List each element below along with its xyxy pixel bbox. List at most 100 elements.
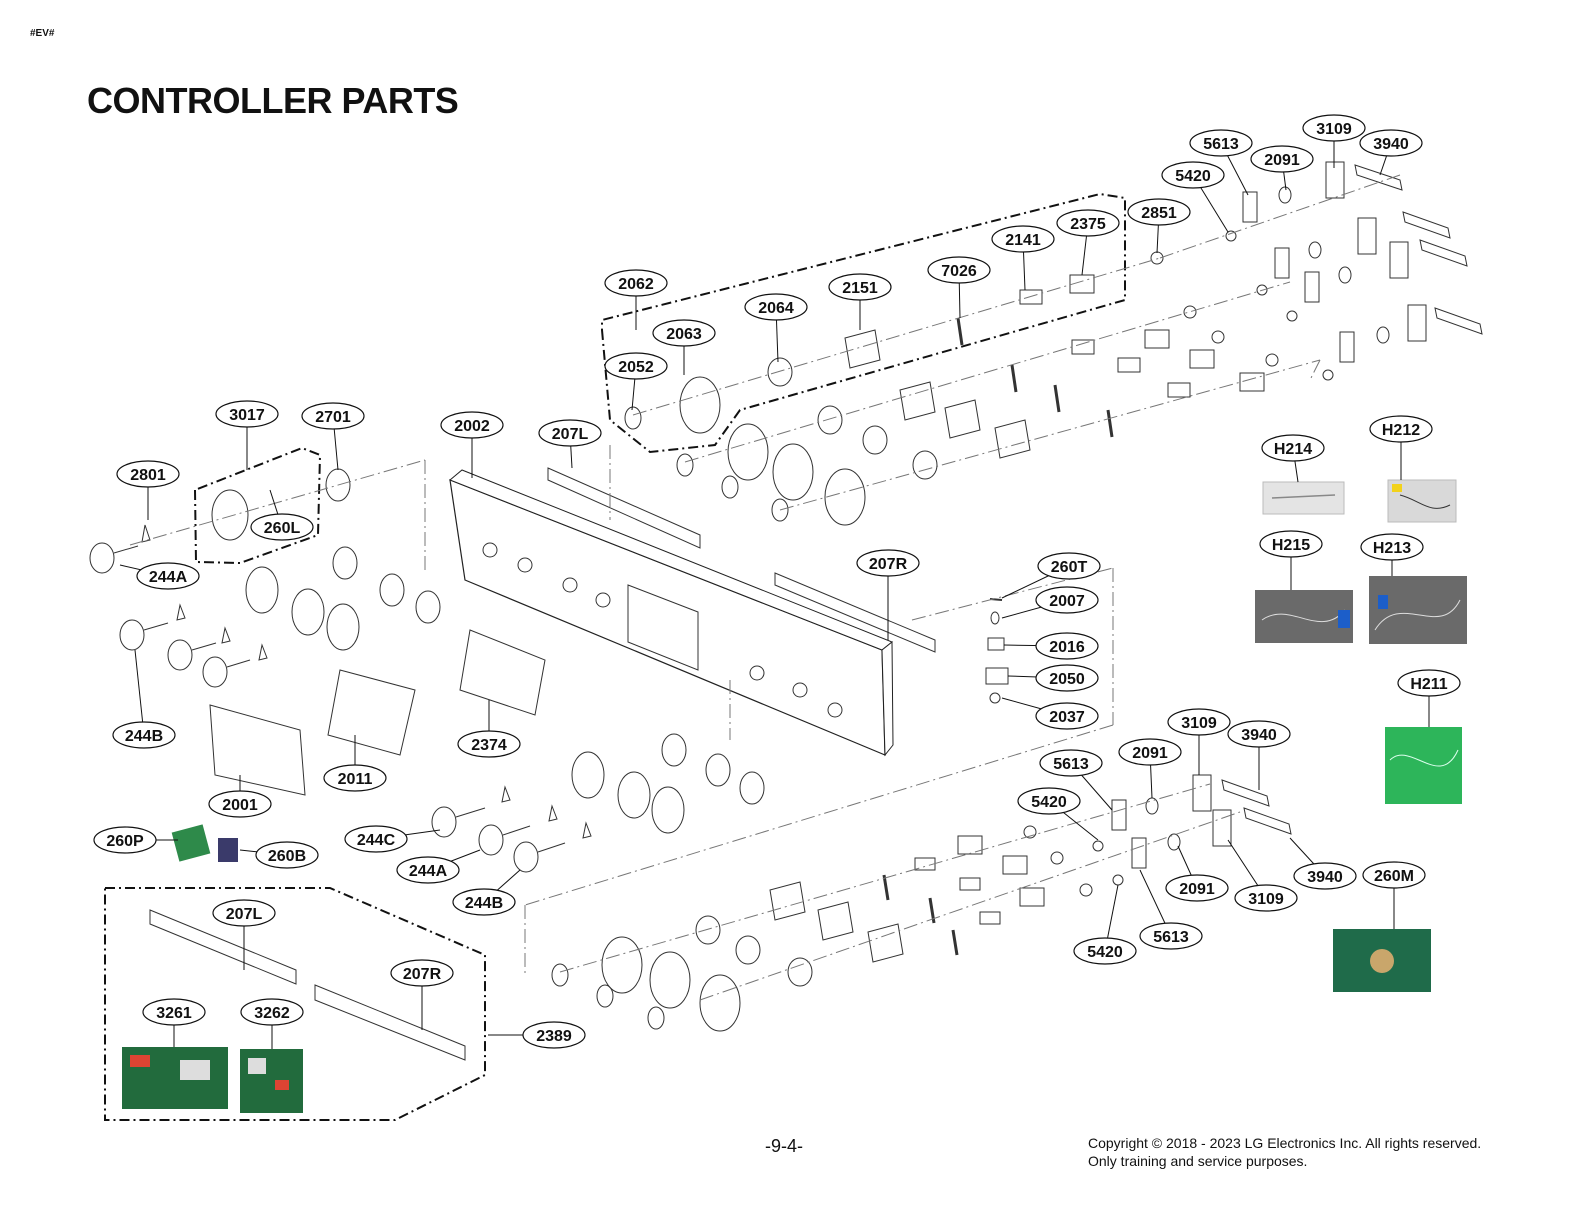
callout-2037: 2037 [1001, 697, 1099, 730]
callout-h211: H211 [1397, 669, 1461, 727]
callout-label: 5420 [1087, 944, 1123, 961]
callout-207r: 207R [390, 959, 454, 1030]
control-panel-2002 [449, 469, 894, 757]
upper-valve-assemblies [1225, 161, 1483, 381]
callout-h215: H215 [1259, 530, 1323, 590]
callout-bubble [1293, 862, 1357, 890]
purpose-line: Only training and service purposes. [1088, 1153, 1308, 1169]
callout-label: 244A [149, 569, 188, 586]
callout-bubble [1017, 787, 1081, 815]
callout-bubble [1250, 145, 1314, 173]
group-box-2062 [601, 192, 1126, 454]
group-box-2389 [104, 887, 486, 1121]
callout-260l: 260L [250, 489, 314, 541]
callout-label: 2037 [1049, 709, 1085, 726]
callout-label: 2701 [315, 409, 351, 426]
callout-3940: 3940 [1289, 837, 1357, 890]
callout-260p: 260P [93, 826, 178, 854]
callout-label: 2016 [1049, 639, 1085, 656]
callout-3262: 3262 [240, 998, 304, 1049]
callout-5420: 5420 [1073, 884, 1137, 965]
callout-bubble [250, 513, 314, 541]
callout-207l: 207L [538, 419, 602, 469]
callout-label: H214 [1274, 441, 1312, 458]
callout-bubble [1161, 161, 1225, 189]
callout-bubble [927, 256, 991, 284]
callout-7026: 7026 [927, 256, 991, 319]
callout-label: 3940 [1373, 136, 1409, 153]
callout-bubble [538, 419, 602, 447]
callout-207l: 207L [212, 899, 276, 970]
callout-label: 2002 [454, 418, 490, 435]
callout-2851: 2851 [1127, 198, 1191, 254]
callout-244b: 244B [112, 649, 176, 749]
callout-label: 3940 [1307, 869, 1343, 886]
callout-2007: 2007 [1001, 586, 1099, 619]
callout-bubble [440, 411, 504, 439]
callout-label: 3109 [1248, 891, 1284, 908]
callout-2141: 2141 [991, 225, 1055, 291]
callout-bubble [1360, 533, 1424, 561]
callout-2801: 2801 [116, 460, 180, 520]
callout-label: 2050 [1049, 671, 1085, 688]
callout-2064: 2064 [744, 293, 808, 363]
callout-2002: 2002 [440, 411, 504, 478]
photo-260B [218, 838, 238, 862]
callout-2091: 2091 [1118, 738, 1182, 799]
callout-label: 3109 [1316, 121, 1352, 138]
callout-label: 207R [869, 556, 908, 573]
callout-2050: 2050 [1007, 664, 1099, 692]
callout-label: 2151 [842, 280, 878, 297]
callout-2374: 2374 [457, 700, 521, 758]
switch-housings [211, 376, 866, 1032]
callout-label: 5613 [1053, 756, 1089, 773]
callout-2151: 2151 [828, 273, 892, 330]
callout-5613: 5613 [1139, 869, 1203, 950]
callout-bubble [240, 998, 304, 1026]
callout-3261: 3261 [142, 998, 206, 1047]
knobs [89, 542, 566, 873]
page-number: -9-4- [765, 1136, 804, 1156]
callout-label: 260B [268, 848, 306, 865]
callout-layer: 5613310920913940542028512141237570262151… [93, 114, 1461, 1049]
callout-bubble [390, 959, 454, 987]
callout-2001: 2001 [208, 775, 272, 818]
callout-bubble [1127, 198, 1191, 226]
alignment-lines [129, 174, 1401, 1001]
callout-label: 244B [465, 895, 503, 912]
callout-244a: 244A [396, 849, 481, 884]
callout-2701: 2701 [301, 402, 365, 471]
callout-2011: 2011 [323, 735, 387, 792]
callout-2091: 2091 [1165, 845, 1229, 902]
callout-bubble [1035, 586, 1099, 614]
callout-bubble [1359, 129, 1423, 157]
upper-chain [767, 251, 1279, 480]
callout-label: H212 [1382, 422, 1420, 439]
callout-bubble [522, 1021, 586, 1049]
callout-label: 260M [1374, 868, 1414, 885]
callout-label: 2091 [1264, 152, 1300, 169]
callout-h214: H214 [1261, 434, 1325, 483]
callout-label: H215 [1272, 537, 1310, 554]
callout-label: 2374 [471, 737, 507, 754]
frame-2001 [209, 704, 306, 796]
callout-bubble [112, 721, 176, 749]
callout-5613: 5613 [1039, 749, 1113, 811]
callout-bubble [255, 841, 319, 869]
small-parts [985, 598, 1009, 704]
callout-label: 244A [409, 863, 448, 880]
callout-bubble [1369, 415, 1433, 443]
callout-label: 244B [125, 728, 163, 745]
callout-bubble [1189, 129, 1253, 157]
callout-bubble [1056, 209, 1120, 237]
connectors [141, 524, 592, 839]
callout-label: 207R [403, 966, 442, 983]
callout-bubble [1302, 114, 1366, 142]
callout-label: 2801 [130, 467, 166, 484]
callout-label: 5420 [1031, 794, 1067, 811]
callout-label: 3262 [254, 1005, 290, 1022]
callout-bubble [604, 269, 668, 297]
callout-bubble [991, 225, 1055, 253]
callout-label: 260L [264, 520, 301, 537]
